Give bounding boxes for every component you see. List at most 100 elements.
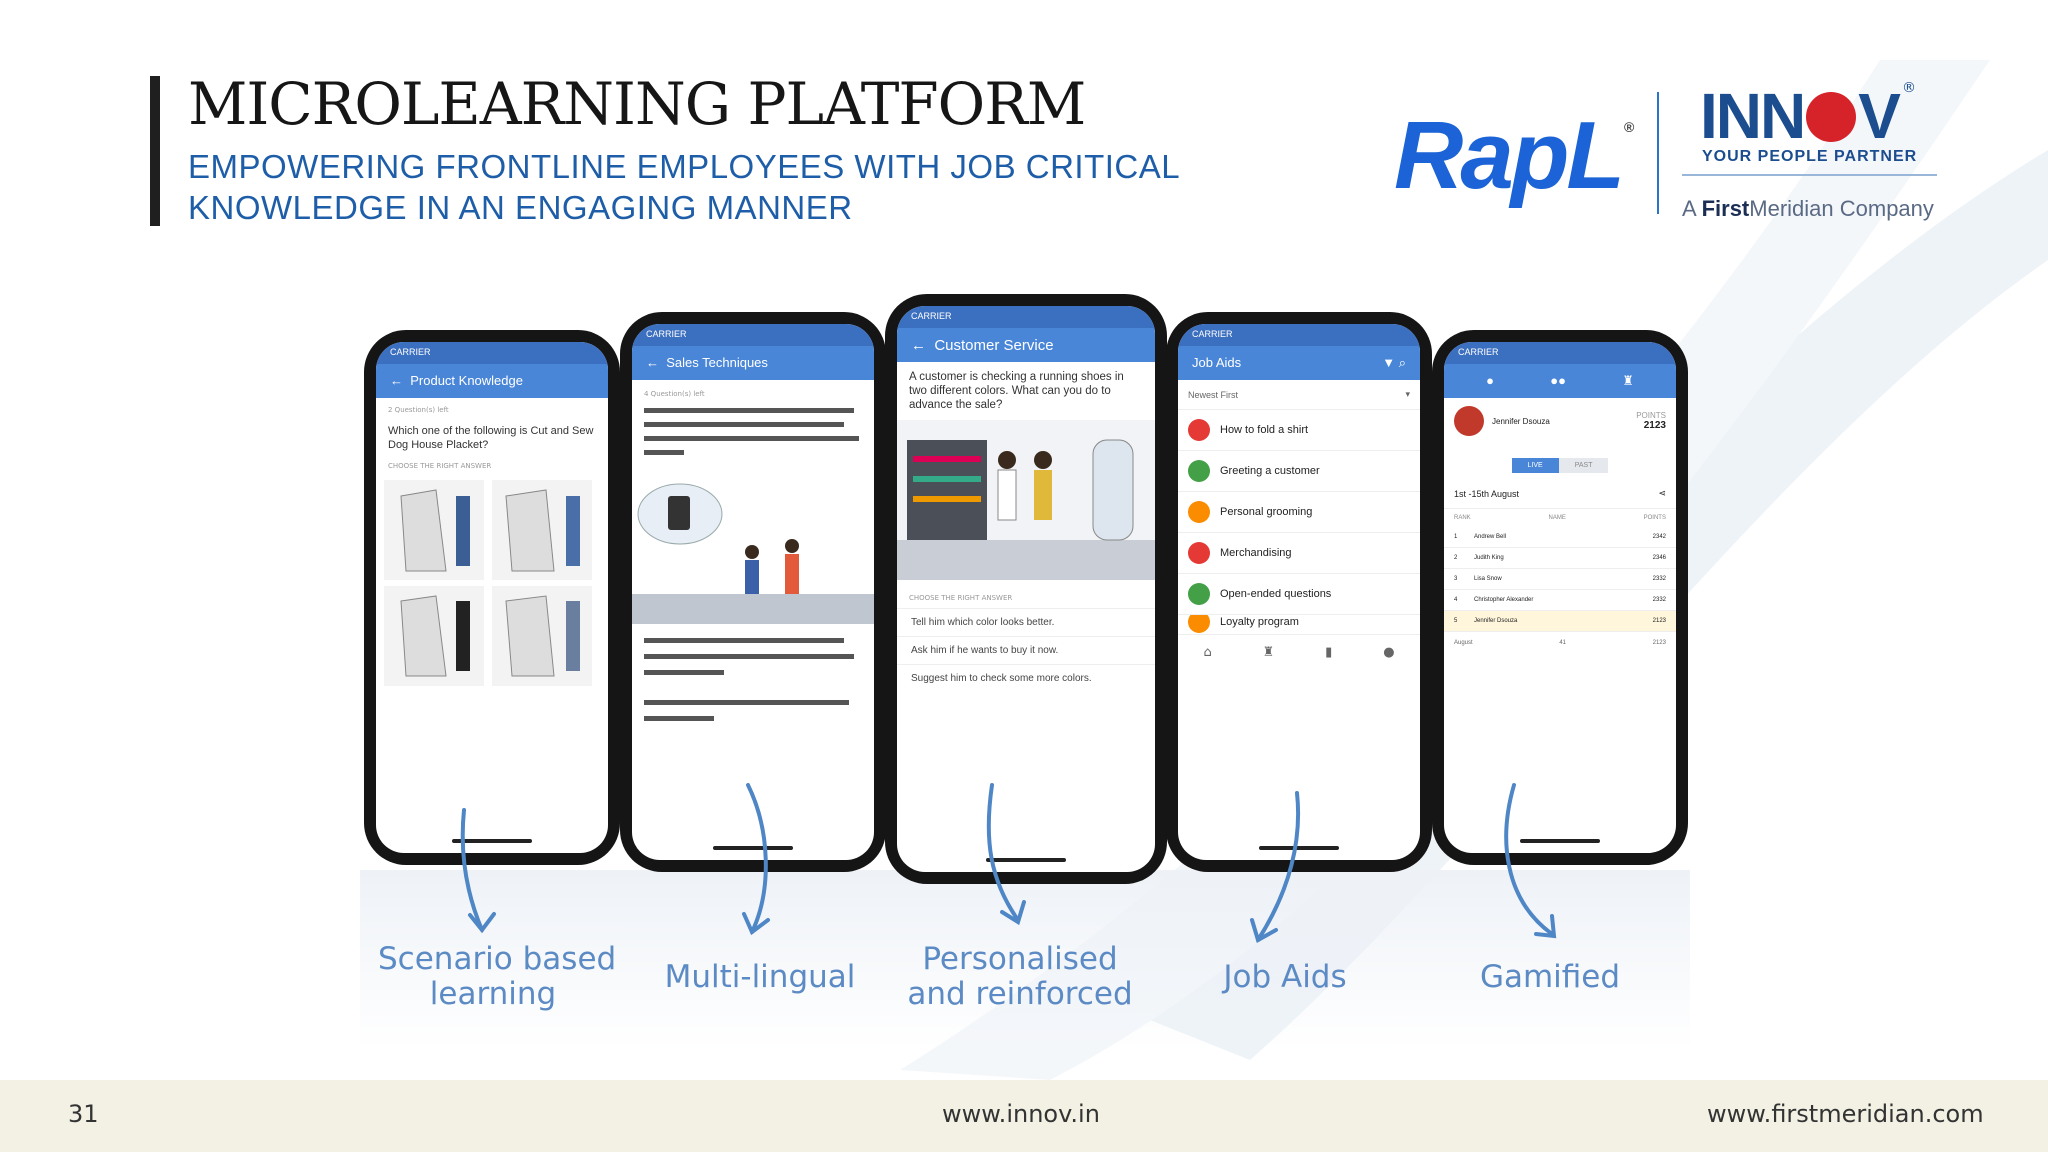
screen-title: Product Knowledge	[410, 373, 523, 388]
firstmeridian-url[interactable]: www.firstmeridian.com	[1707, 1100, 1984, 1128]
answer-option-3[interactable]: Suggest him to check some more colors.	[897, 664, 1155, 692]
hindi-question-text	[644, 408, 859, 455]
user-name: Jennifer Dsouza	[1492, 416, 1550, 426]
bottom-nav: ⌂ ♜ ▮ ●	[1178, 635, 1420, 670]
home-indicator[interactable]	[713, 846, 793, 850]
job-aid-label: Merchandising	[1220, 547, 1292, 559]
filter-icon[interactable]: ▼ ⌕	[1382, 355, 1406, 370]
feature-label-scenario: Scenario based learning	[378, 942, 616, 1012]
back-arrow-icon[interactable]: ←	[646, 355, 659, 370]
answer-option-2[interactable]: Ask him if he wants to buy it now.	[897, 636, 1155, 664]
share-icon[interactable]: ⋖	[1658, 488, 1666, 498]
document-icon	[1188, 501, 1210, 523]
logo-rule	[1682, 174, 1937, 176]
job-aid-item[interactable]: Greeting a customer	[1178, 451, 1420, 492]
home-indicator[interactable]	[1259, 846, 1339, 850]
home-indicator[interactable]	[986, 858, 1066, 862]
footer-bar	[0, 1080, 2048, 1152]
job-aid-item[interactable]: How to fold a shirt	[1178, 410, 1420, 451]
period-label: 1st -15th August	[1454, 488, 1520, 499]
phone-screen: CARRIER ← Product Knowledge 2 Question(s…	[376, 342, 608, 853]
globe-icon	[1806, 92, 1857, 143]
status-bar: CARRIER	[632, 324, 874, 346]
team-icon[interactable]: ●●	[1550, 373, 1566, 388]
screen-title: Customer Service	[934, 337, 1054, 354]
sort-value: Newest First	[1188, 389, 1239, 400]
page-number: 31	[68, 1100, 99, 1128]
live-past-tabs: LIVE PAST	[1444, 458, 1676, 473]
job-aid-item[interactable]: Loyalty program	[1178, 615, 1420, 635]
company-rest: Meridian Company	[1749, 196, 1934, 221]
job-aid-item[interactable]: Personal grooming	[1178, 492, 1420, 533]
status-bar: CARRIER	[1444, 342, 1676, 364]
screen-title: Job Aids	[1192, 355, 1242, 370]
question-text: A customer is checking a running shoes i…	[909, 371, 1124, 411]
job-aid-label: How to fold a shirt	[1220, 424, 1309, 436]
job-aid-label: Personal grooming	[1220, 506, 1313, 518]
rapl-logo: RapL®	[1394, 108, 1634, 204]
rapl-logo-text: RapL	[1394, 102, 1625, 209]
period-selector[interactable]: 1st -15th August ⋖	[1444, 479, 1676, 509]
innov-reg-mark: ®	[1902, 80, 1916, 96]
phone-screen: CARRIER ← Sales Techniques 4 Question(s)…	[632, 324, 874, 860]
innov-logo-left: INN	[1700, 80, 1806, 152]
feature-label-line: and reinforced	[907, 976, 1133, 1012]
feature-label-gamified: Gamified	[1479, 959, 1621, 995]
app-bar: Job Aids ▼ ⌕	[1178, 346, 1420, 380]
sort-dropdown[interactable]: Newest First ▾	[1178, 380, 1420, 410]
home-indicator[interactable]	[1520, 839, 1600, 843]
question-text: Which one of the following is Cut and Se…	[388, 425, 594, 451]
rapl-reg-mark: ®	[1624, 119, 1634, 135]
bookmark-icon[interactable]: ▮	[1325, 645, 1333, 660]
app-bar: ●●●♜	[1444, 364, 1676, 398]
document-icon	[1188, 615, 1210, 633]
profile-icon[interactable]: ●	[1383, 645, 1395, 660]
home-icon[interactable]: ⌂	[1203, 645, 1212, 660]
app-bar: ← Customer Service	[897, 328, 1155, 362]
back-arrow-icon[interactable]: ←	[390, 373, 403, 388]
subtitle-line-2: KNOWLEDGE IN AN ENGAGING MANNER	[188, 189, 853, 226]
feature-label-line: learning	[429, 976, 557, 1012]
innov-url[interactable]: www.innov.in	[942, 1100, 1100, 1128]
phone-sales-techniques: CARRIER ← Sales Techniques 4 Question(s)…	[620, 312, 886, 872]
trophy-icon[interactable]: ♜	[1262, 645, 1275, 660]
phone-job-aids: CARRIER Job Aids ▼ ⌕ Newest First ▾ How to…	[1166, 312, 1432, 872]
phone-screen: CARRIER Job Aids ▼ ⌕ Newest First ▾ How to…	[1178, 324, 1420, 860]
tab-live[interactable]: LIVE	[1511, 458, 1559, 473]
trophy-icon[interactable]: ♜	[1622, 373, 1634, 388]
status-bar: CARRIER	[1178, 324, 1420, 346]
home-indicator[interactable]	[452, 839, 532, 843]
job-aid-item[interactable]: Merchandising	[1178, 533, 1420, 574]
scenario-illustration	[632, 483, 874, 624]
job-aid-item[interactable]: Open-ended questions	[1178, 574, 1420, 615]
user-icon[interactable]: ●	[1486, 373, 1494, 388]
feature-label-line: Personalised	[922, 941, 1118, 977]
job-aid-label: Greeting a customer	[1220, 465, 1320, 477]
tab-past[interactable]: PAST	[1558, 458, 1609, 473]
title-accent-bar	[150, 76, 160, 226]
shirt-placket-options[interactable]	[376, 476, 608, 696]
status-bar: CARRIER	[897, 306, 1155, 328]
audio-icon	[1188, 460, 1210, 482]
feature-label-job-aids: Job Aids	[1223, 959, 1347, 995]
chevron-down-icon: ▾	[1405, 389, 1410, 399]
instruction-text: CHOOSE THE RIGHT ANSWER	[388, 462, 492, 470]
back-arrow-icon[interactable]: ←	[911, 337, 926, 354]
app-bar: ← Sales Techniques	[632, 346, 874, 380]
page-subtitle: EMPOWERING FRONTLINE EMPLOYEES WITH JOB …	[188, 146, 1188, 228]
questions-left: 2 Question(s) left	[388, 406, 449, 414]
answer-option-1[interactable]: Tell him which color looks better.	[897, 608, 1155, 636]
phone-product-knowledge: CARRIER ← Product Knowledge 2 Question(s…	[364, 330, 620, 865]
job-aid-label: Open-ended questions	[1220, 588, 1332, 600]
